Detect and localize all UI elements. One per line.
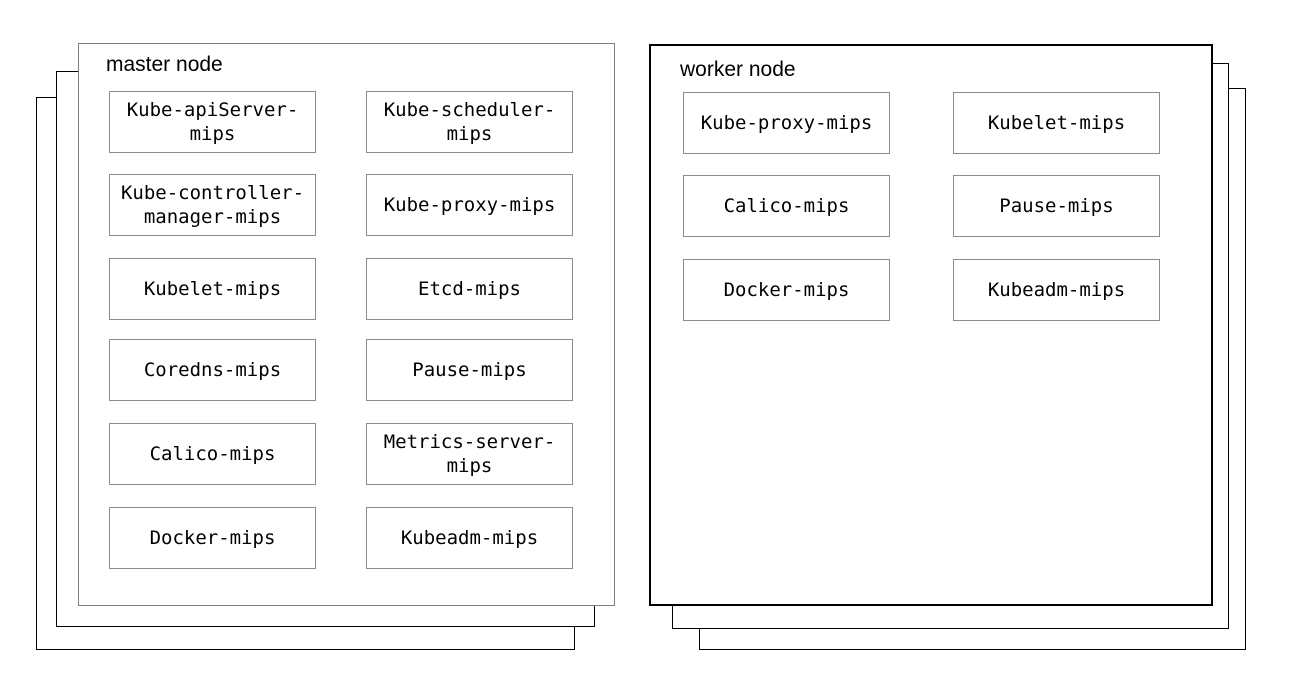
box-pause-mips: Pause-mips [366, 339, 573, 401]
box-calico-mips: Calico-mips [683, 175, 890, 237]
box-calico-mips: Calico-mips [109, 423, 316, 485]
box-docker-mips: Docker-mips [109, 507, 316, 569]
box-kubeadm-mips: Kubeadm-mips [366, 507, 573, 569]
box-pause-mips: Pause-mips [953, 175, 1160, 237]
box-coredns-mips: Coredns-mips [109, 339, 316, 401]
box-kubelet-mips: Kubelet-mips [953, 92, 1160, 154]
worker-node-panel: worker node Kube-proxy-mips Kubelet-mips… [649, 44, 1213, 606]
box-kube-proxy-mips: Kube-proxy-mips [366, 174, 573, 236]
box-kubelet-mips: Kubelet-mips [109, 258, 316, 320]
box-kube-scheduler-mips: Kube-scheduler- mips [366, 91, 573, 153]
box-docker-mips: Docker-mips [683, 259, 890, 321]
box-kube-apiserver-mips: Kube-apiServer- mips [109, 91, 316, 153]
box-metrics-server-mips: Metrics-server- mips [366, 423, 573, 485]
box-kube-controller-manager-mips: Kube-controller- manager-mips [109, 174, 316, 236]
master-node-panel: master node Kube-apiServer- mips Kube-sc… [78, 43, 615, 606]
master-node-title: master node [106, 53, 223, 76]
box-kubeadm-mips: Kubeadm-mips [953, 259, 1160, 321]
box-kube-proxy-mips: Kube-proxy-mips [683, 92, 890, 154]
worker-node-title: worker node [680, 58, 796, 81]
box-etcd-mips: Etcd-mips [366, 258, 573, 320]
